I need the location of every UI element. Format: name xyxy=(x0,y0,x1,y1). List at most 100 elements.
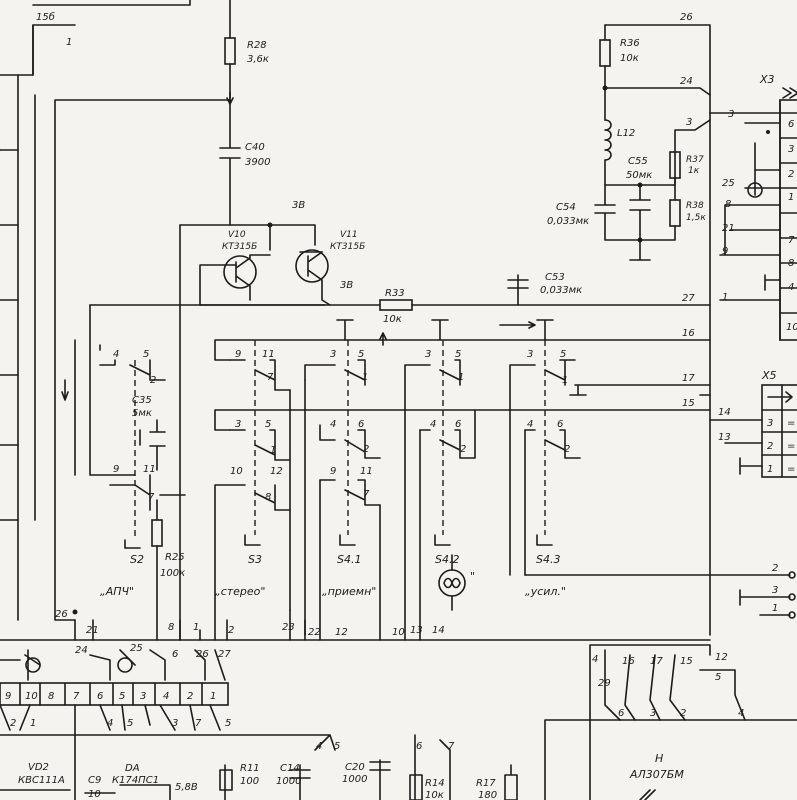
net-3v: 3В xyxy=(292,200,305,211)
s43-c4: 4 xyxy=(527,419,533,430)
s43-ref: S4.3 xyxy=(536,553,560,566)
x5-label: X5 xyxy=(761,369,777,382)
x3-pin-7: 4 xyxy=(788,282,794,293)
switch-s4-3[interactable] xyxy=(509,340,581,576)
c20-ref: C20 xyxy=(345,762,365,773)
v10-type: КТ315Б xyxy=(222,242,257,252)
bus-27 xyxy=(89,224,711,641)
x3-aux-ring xyxy=(747,182,763,198)
s41-c3: 1 xyxy=(362,372,368,383)
s2-c2: 5 xyxy=(143,349,149,360)
net-26: 26 xyxy=(680,12,693,23)
s42-c1: 3 xyxy=(425,349,431,360)
r38-ref: R38 xyxy=(686,201,704,211)
net-25: 25 xyxy=(722,178,735,189)
h-pin-2: 2 xyxy=(680,708,686,719)
indicator-h[interactable] xyxy=(544,644,797,800)
r25-resistor xyxy=(151,519,163,547)
x3-connector[interactable] xyxy=(709,87,797,341)
s43-c6: 2 xyxy=(564,444,570,455)
x3-pin-3: 2 xyxy=(788,169,794,180)
net-21b: 21 xyxy=(86,625,99,636)
h-type: АЛ307БМ xyxy=(629,768,684,781)
x3-pin-6: 8 xyxy=(788,258,794,269)
right-upper-filter xyxy=(594,24,711,636)
transistor-pair xyxy=(179,222,331,306)
s3-c1: 9 xyxy=(235,349,241,360)
net-23: 23 xyxy=(282,622,295,633)
v11-type: КТ315Б xyxy=(330,242,365,252)
r25-ref: R25 xyxy=(165,552,185,563)
h-pin-16: 16 xyxy=(622,656,635,667)
x5-pin-2: 2 xyxy=(767,441,773,452)
s43-c3: 1 xyxy=(562,375,568,386)
s3-c4: 3 xyxy=(235,419,241,430)
r38-resistor xyxy=(669,199,681,227)
x3-label: X3 xyxy=(759,73,775,86)
net-13: 13 xyxy=(718,432,731,443)
net-25b: 25 xyxy=(130,643,143,654)
v11-ref: V11 xyxy=(340,230,358,240)
s3-c5: 5 xyxy=(265,419,271,430)
c54-value: 0,033мк xyxy=(547,216,589,227)
net-24: 24 xyxy=(680,76,693,87)
x5-end-3: = xyxy=(787,464,795,475)
r28-ref: R28 xyxy=(247,40,267,51)
x3-pin-8: 10 xyxy=(786,322,797,333)
l12-inductor xyxy=(604,119,612,161)
s41-c4: 4 xyxy=(330,419,336,430)
x5-connector[interactable] xyxy=(709,384,797,478)
strip-3: 3 xyxy=(140,691,146,702)
switch-s3[interactable] xyxy=(214,340,291,641)
c14-value: 1000 xyxy=(276,776,301,787)
h-pin-3: 3 xyxy=(650,708,656,719)
switch-s4-1[interactable] xyxy=(304,340,381,641)
r28-value: 3,6к xyxy=(247,54,269,65)
s2-c1: 4 xyxy=(113,349,119,360)
x2-connector[interactable] xyxy=(524,571,796,619)
switch-s2[interactable] xyxy=(74,339,186,641)
s42-c3: 1 xyxy=(458,372,464,383)
strip-low-7: 7 xyxy=(195,718,202,729)
net-21: 21 xyxy=(722,223,735,234)
s43-c5: 6 xyxy=(557,419,563,430)
bus-5: 5 xyxy=(334,741,340,752)
x5-end-2: = xyxy=(787,441,795,452)
x2-pin-1: 2 xyxy=(772,563,778,574)
h-pin-15: 15 xyxy=(680,656,693,667)
strip-2: 2 xyxy=(187,691,193,702)
x3-pin-4: 1 xyxy=(788,192,794,203)
s42-c5: 6 xyxy=(455,419,461,430)
net-16: 16 xyxy=(682,328,695,339)
s3-c9: 8 xyxy=(265,492,271,503)
strip-9: 9 xyxy=(5,691,11,702)
vd2-ref: VD2 xyxy=(28,762,49,773)
s2-c4: 9 xyxy=(113,464,119,475)
net-10: 10 xyxy=(392,627,405,638)
net-8: 8 xyxy=(725,199,731,210)
c53-value: 0,033мк xyxy=(540,285,582,296)
s2-ref: S2 xyxy=(130,553,144,566)
strip-8: 8 xyxy=(48,691,54,702)
r25-value: 100к xyxy=(160,568,185,579)
switch-s4-2[interactable] xyxy=(404,340,476,641)
c9-ref: C9 xyxy=(88,775,101,786)
c55-ref: C55 xyxy=(628,156,648,167)
switch-bus xyxy=(214,319,711,431)
bus-7: 7 xyxy=(448,741,455,752)
r14-value: 10к xyxy=(425,790,444,800)
v11-transistor xyxy=(295,249,329,283)
r33-ref: R33 xyxy=(385,288,405,299)
s42-c2: 5 xyxy=(455,349,461,360)
s41-c8: 11 xyxy=(360,466,373,477)
h-pin-29: 29 xyxy=(598,678,611,689)
s41-c9: 7 xyxy=(363,489,370,500)
strip-10: 10 xyxy=(25,691,38,702)
s42-ref: S4.2 xyxy=(435,553,459,566)
l12-ref: L12 xyxy=(617,128,635,139)
strip-low-1: 1 xyxy=(30,718,36,729)
net-1-top: 1 xyxy=(66,37,72,48)
s41-c7: 9 xyxy=(330,466,336,477)
c53-ref: C53 xyxy=(545,272,565,283)
